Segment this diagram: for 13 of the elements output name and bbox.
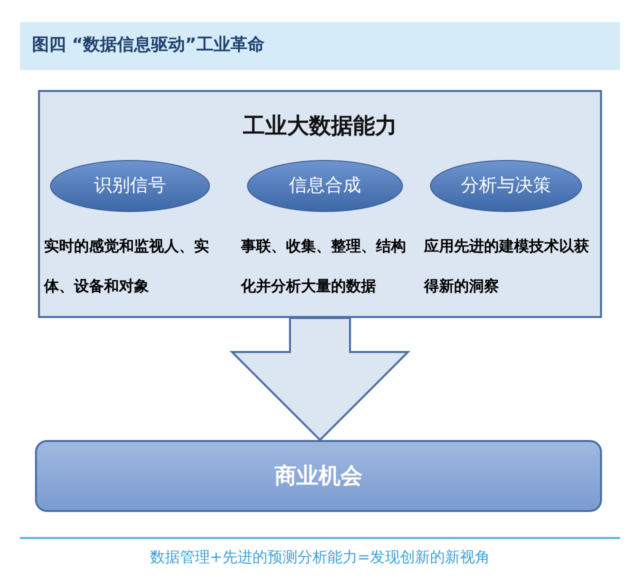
result-box — [35, 440, 602, 512]
description-text: 实时的感觉和监视人、实体、设备和对象 — [44, 236, 210, 297]
oval-node: 分析与决策 — [430, 160, 582, 212]
block-arrow — [230, 317, 410, 442]
oval-node: 信息合成 — [247, 160, 403, 212]
capability-panel — [38, 90, 602, 318]
title-bar: 图四 “数据信息驱动”工业革命 — [20, 22, 620, 70]
description-text: 应用先进的建模技术以获得新的洞察 — [424, 236, 590, 297]
oval-node: 识别信号 — [50, 160, 210, 212]
box-label: 商业机会 — [274, 462, 362, 490]
caption: 数据管理+先进的预测分析能力=发现创新的新视角 — [148, 547, 492, 568]
description-text: 事联、收集、整理、结构化并分析大量的数据 — [241, 236, 407, 297]
panel-heading: 工业大数据能力 — [242, 113, 398, 141]
